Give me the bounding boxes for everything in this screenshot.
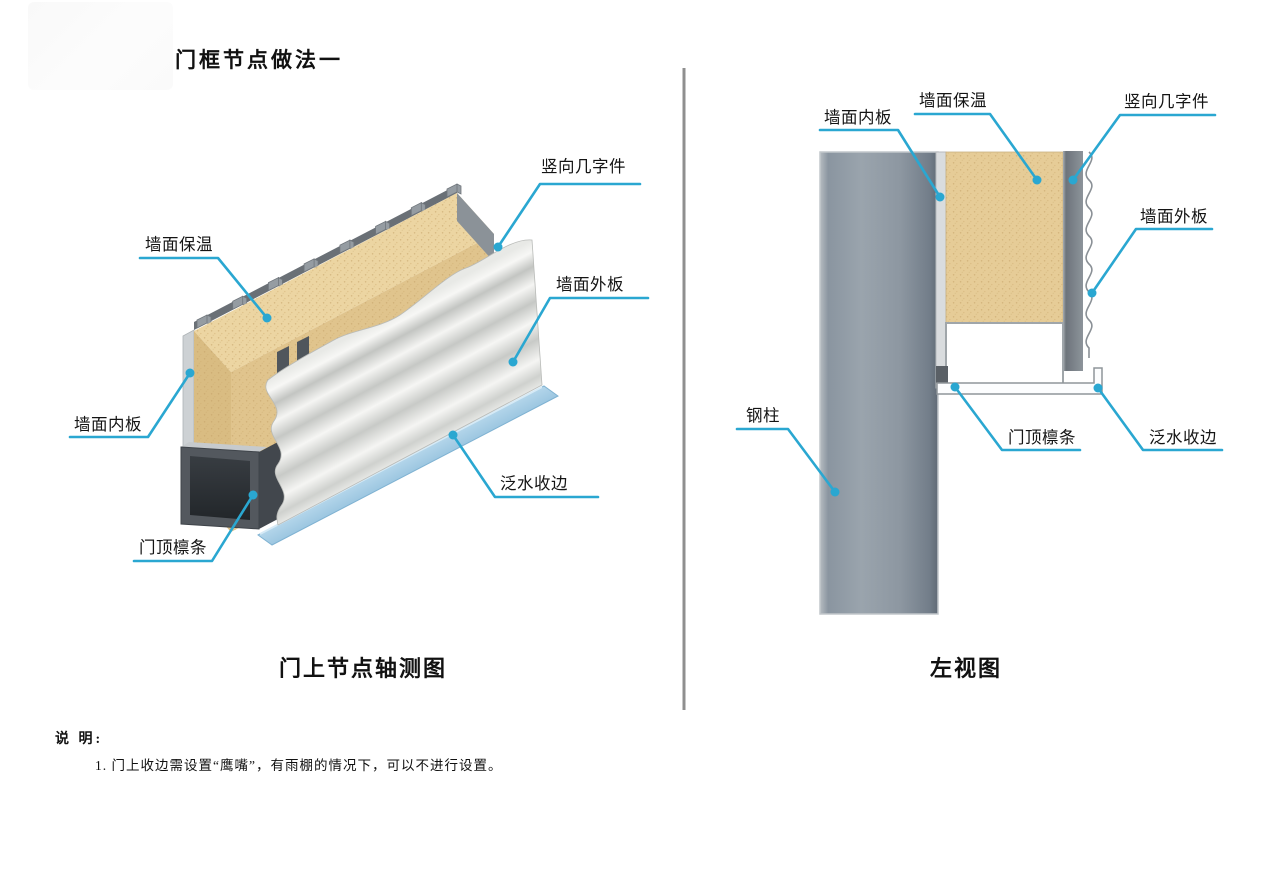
label-purlin-r: 门顶檩条 [1008,428,1076,447]
corrugated-outer-panel [265,239,543,526]
leader-wall-inner-panel-r [818,128,942,199]
leader-vertical-channel-r [1071,113,1217,182]
leader-wall-insulation-r [913,112,1039,182]
purlin-section [945,322,1064,385]
inner-panel-strip [182,329,195,459]
left-side-view [819,151,1103,615]
label-wall-insulation-r: 墙面保温 [919,91,987,110]
leader-steel-column-r [735,427,837,494]
leader-dots [185,175,1103,500]
leader-purlin-l [132,493,255,563]
leader-vertical-channel-l [496,182,642,249]
watermark [28,2,173,90]
label-flashing-l: 泛水收边 [500,474,568,493]
insulation-top-texture [194,193,494,372]
top-back-channel [194,185,457,330]
leader-wall-inner-panel-l [68,371,192,439]
label-purlin-l: 门顶檩条 [139,538,207,557]
vertical-channel-end [457,193,494,262]
labels: 竖向几字件 墙面保温 墙面外板 墙面内板 泛水收边 门顶檩条 墙面内板 墙面保温… [74,91,1217,557]
channel-clips [196,183,462,329]
leader-flashing-l [451,433,600,499]
inner-panel-section [935,151,947,389]
label-wall-inner-panel-l: 墙面内板 [74,415,142,434]
label-wall-outer-panel-r: 墙面外板 [1140,207,1208,226]
notes-item-1: 1. 门上收边需设置“鹰嘴”，有雨棚的情况下，可以不进行设置。 [95,758,503,773]
outer-panel-wave-line [1085,151,1093,358]
label-vertical-channel-r: 竖向几字件 [1124,92,1209,111]
label-flashing-r: 泛水收边 [1149,428,1217,447]
side-view-caption: 左视图 [930,656,1003,681]
notes-block: 说 明: 1. 门上收边需设置“鹰嘴”，有雨棚的情况下，可以不进行设置。 [55,728,502,774]
leader-purlin-r [953,385,1082,452]
flashing-clip [936,366,948,383]
leader-wall-insulation-l [138,256,269,320]
insulation-section-texture [946,152,1063,323]
door-top-purlin-tube [180,434,293,530]
label-wall-outer-panel-l: 墙面外板 [556,275,624,294]
leader-flashing-r [1096,386,1224,452]
vertical-channel-section [1063,151,1083,371]
sheet-title: 门框节点做法一 [175,48,343,72]
flashing-section [936,367,1103,395]
label-wall-inner-panel-r: 墙面内板 [824,108,892,127]
label-steel-column-r: 钢柱 [746,406,780,425]
label-vertical-channel-l: 竖向几字件 [541,157,626,176]
notes-heading: 说 明: [55,732,104,747]
leader-wall-outer-panel-r [1090,227,1214,295]
leader-lines [68,112,1224,563]
axonometric-view [180,183,559,546]
hat-channel-1 [277,346,289,374]
axonometric-view-caption: 门上节点轴测图 [279,656,448,681]
steel-column-shape [819,151,939,615]
label-wall-insulation-l: 墙面保温 [145,235,213,254]
leader-wall-outer-panel-l [511,296,650,364]
